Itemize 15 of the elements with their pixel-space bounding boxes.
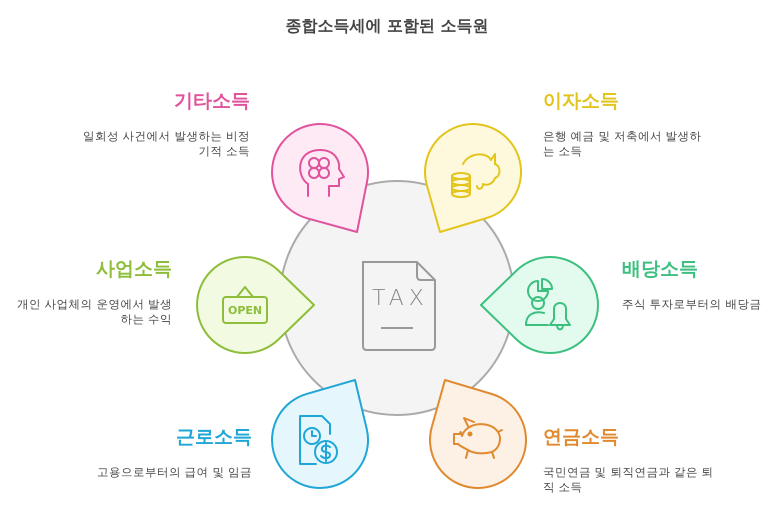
- description: 주식 투자로부터의 배당금: [622, 297, 762, 312]
- heading: 근로소득: [176, 426, 252, 448]
- description: 국민연금 및 퇴직연금과 같은 퇴직 소득: [543, 465, 715, 495]
- heading: 배당소득: [622, 258, 698, 280]
- heading: 기타소득: [174, 90, 250, 112]
- description: 고용으로부터의 급여 및 임금: [97, 465, 252, 480]
- sign-text: OPEN: [228, 304, 262, 317]
- description: 개인 사업체의 운영에서 발생하는 수익: [16, 297, 172, 327]
- heading: 연금소득: [543, 426, 619, 448]
- heading: 이자소득: [543, 90, 619, 112]
- document-text: TAX: [372, 286, 429, 311]
- description: 일회성 사건에서 발생하는 비정기적 소득: [82, 129, 250, 159]
- title: 종합소득세에 포함된 소득원: [284, 16, 490, 37]
- description: 은행 예금 및 저축에서 발생하는 소득: [543, 129, 703, 159]
- heading: 사업소득: [96, 258, 172, 280]
